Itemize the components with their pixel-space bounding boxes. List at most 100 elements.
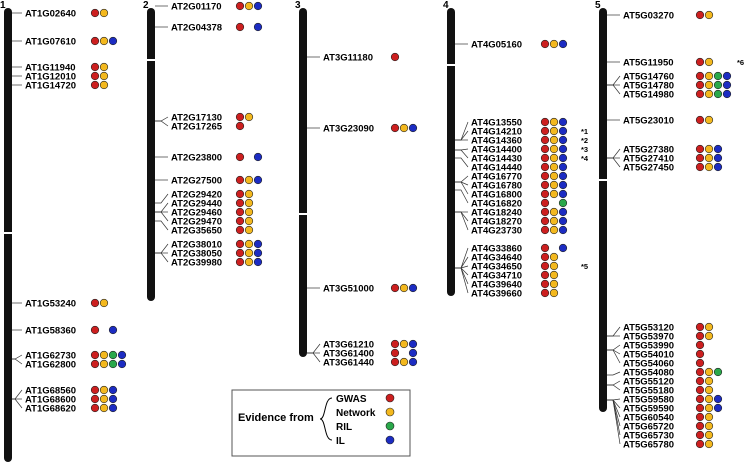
centromere-gap: [2, 232, 14, 234]
gene-label: AT5G60540: [623, 413, 674, 424]
evidence-dot-network: [704, 376, 714, 386]
gene-marker: AT5G27410: [607, 153, 723, 165]
gene-marker: AT3G51000: [307, 284, 418, 295]
evidence-dot-ril: [108, 350, 118, 360]
gene-label: AT5G65730: [623, 431, 674, 442]
gene-label: AT5G53120: [623, 323, 674, 334]
evidence-dot-network: [399, 339, 409, 349]
chromosome-bar: [147, 8, 155, 301]
evidence-dot-network: [99, 8, 109, 18]
gene-connector: [155, 252, 169, 263]
evidence-dot-network: [99, 80, 109, 90]
evidence-dot-gwas: [235, 152, 245, 162]
evidence-dot-il: [108, 385, 118, 395]
gene-marker: AT5G27450: [607, 157, 723, 174]
evidence-dot-gwas: [90, 350, 100, 360]
evidence-dot-gwas: [235, 225, 245, 235]
gene-label: AT3G51000: [323, 284, 374, 295]
evidence-dot-il: [558, 126, 568, 136]
gene-marker: AT5G11950 *6: [607, 58, 744, 69]
gene-marker: AT1G68620: [12, 398, 118, 415]
gene-label: AT1G68600: [25, 395, 76, 406]
evidence-dot-network: [99, 403, 109, 413]
gene-connector: [455, 211, 469, 231]
gene-note: *3: [581, 145, 588, 154]
evidence-dot-gwas: [540, 117, 550, 127]
gene-connector: [607, 384, 621, 391]
evidence-dot-ril: [713, 367, 723, 377]
evidence-dot-il: [253, 152, 263, 162]
evidence-dot-il: [558, 153, 568, 163]
gene-marker: AT4G39660: [455, 267, 559, 300]
gene-marker: AT4G16780: [455, 181, 568, 192]
evidence-dot-network: [549, 279, 559, 289]
gene-label: AT1G68560: [25, 386, 76, 397]
evidence-dot-gwas: [390, 357, 400, 367]
gene-label: AT2G27500: [171, 176, 222, 187]
evidence-dot-network: [704, 394, 714, 404]
gene-connector: [307, 352, 321, 363]
gene-label: AT1G68620: [25, 404, 76, 415]
evidence-dot-il: [408, 339, 418, 349]
evidence-dot-network: [704, 153, 714, 163]
evidence-dot-network: [704, 439, 714, 449]
gene-label: AT5G55120: [623, 377, 674, 388]
evidence-dot-il: [253, 257, 263, 267]
evidence-dot-gwas: [540, 207, 550, 217]
evidence-dot-gwas: [90, 80, 100, 90]
evidence-dot-il: [558, 225, 568, 235]
legend-dot-gwas: [385, 393, 395, 403]
gene-label: AT5G53970: [623, 332, 674, 343]
evidence-dot-il: [713, 153, 723, 163]
evidence-dot-gwas: [90, 403, 100, 413]
gene-label: AT4G16780: [471, 181, 522, 192]
evidence-dot-gwas: [90, 71, 100, 81]
evidence-dot-gwas: [540, 198, 550, 208]
gene-marker: AT1G62730: [12, 350, 127, 362]
gene-label: AT5G03270: [623, 11, 674, 22]
gene-marker: AT1G62800: [12, 358, 127, 371]
gene-note: *6: [737, 58, 744, 67]
gene-marker: AT1G58360: [12, 326, 118, 337]
evidence-dot-gwas: [695, 403, 705, 413]
chromosome-number: 4: [443, 0, 449, 11]
gene-marker: AT2G27500: [155, 176, 263, 187]
evidence-dot-network: [549, 39, 559, 49]
evidence-dot-gwas: [695, 71, 705, 81]
gene-label: AT2G01170: [171, 2, 222, 13]
evidence-dot-network: [704, 331, 714, 341]
evidence-dot-gwas: [90, 394, 100, 404]
gene-connector: [155, 211, 169, 222]
gene-marker: AT4G16800: [455, 181, 568, 201]
evidence-dot-network: [549, 153, 559, 163]
evidence-dot-gwas: [235, 1, 245, 11]
legend-label-gwas: GWAS: [336, 394, 367, 405]
gene-marker: AT4G23730: [455, 211, 568, 237]
evidence-dot-network: [99, 298, 109, 308]
evidence-dot-il: [558, 207, 568, 217]
gene-connector: [155, 193, 169, 204]
evidence-dot-gwas: [540, 162, 550, 172]
gene-label: AT2G29440: [171, 199, 222, 210]
evidence-dot-network: [704, 412, 714, 422]
evidence-dot-il: [408, 357, 418, 367]
gene-marker: AT5G53970: [607, 331, 714, 343]
evidence-dot-network: [244, 216, 254, 226]
evidence-dot-il: [713, 394, 723, 404]
gene-label: AT1G07610: [25, 37, 76, 48]
gene-marker: AT5G14780: [607, 81, 732, 92]
gene-label: AT4G39660: [471, 289, 522, 300]
evidence-dot-network: [704, 162, 714, 172]
gene-marker: AT5G53120: [607, 323, 714, 337]
evidence-dot-gwas: [235, 189, 245, 199]
gene-connector: [307, 343, 321, 354]
evidence-dot-network: [399, 357, 409, 367]
evidence-dot-ril: [108, 359, 118, 369]
evidence-dot-gwas: [540, 153, 550, 163]
evidence-dot-network: [549, 144, 559, 154]
evidence-dot-il: [722, 71, 732, 81]
gene-label: AT5G11950: [623, 58, 674, 69]
evidence-dot-gwas: [540, 126, 550, 136]
gene-label: AT5G54060: [623, 359, 674, 370]
evidence-dot-network: [549, 162, 559, 172]
